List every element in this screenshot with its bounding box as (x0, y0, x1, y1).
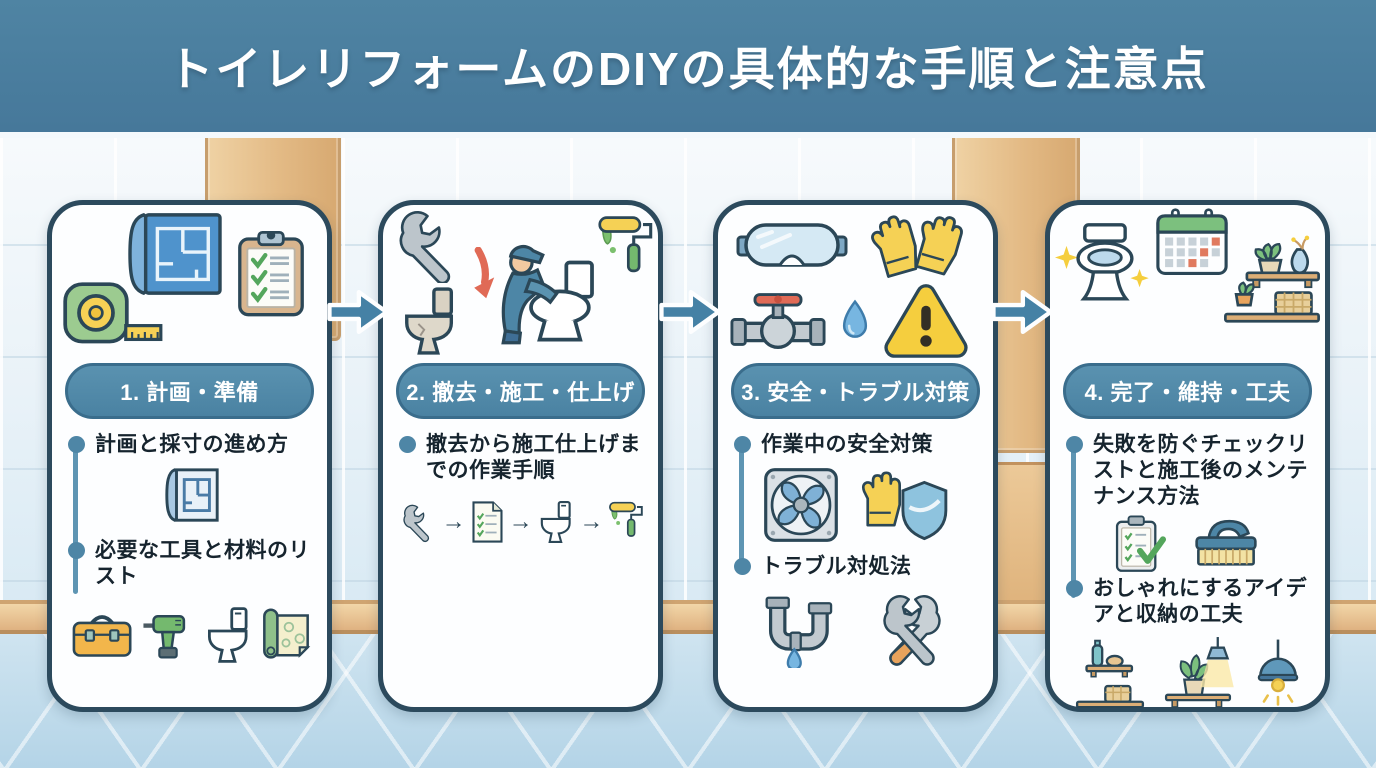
toolbox-icon (68, 608, 136, 663)
step-1-header: 1. 計画・準備 (65, 363, 314, 419)
checklist-doc-icon (470, 498, 505, 546)
step-2-header: 2. 撤去・施工・仕上げ (396, 363, 645, 419)
ventilation-fan-icon (763, 467, 839, 543)
bullet-text: トラブル対処法 (761, 555, 912, 579)
shelf-decor-icon (1074, 636, 1146, 708)
pendant-light-icon (1250, 638, 1306, 706)
wrench-icon (391, 207, 467, 283)
bullet-text: 作業中の安全対策 (761, 433, 933, 456)
step-3-bullets: 作業中の安全対策 トラブル対処法 (718, 432, 993, 670)
old-toilet-icon (399, 285, 461, 357)
crossed-wrenches-icon (871, 588, 953, 670)
flow-arrow-2 (658, 284, 722, 340)
worker-installing-toilet-icon (487, 239, 605, 346)
bullet-dot (1066, 580, 1083, 598)
drill-icon (142, 606, 197, 664)
step-4-header: 4. 完了・維持・工夫 (1063, 363, 1312, 419)
bullet-dot (68, 436, 85, 453)
timeline-line (739, 446, 744, 574)
plant-and-lamp-icon (1160, 634, 1236, 710)
process-arrow-icon: → (441, 508, 466, 536)
bullet-dot (399, 436, 416, 453)
warning-triangle-icon (882, 281, 970, 359)
maintenance-calendar-icon (1154, 207, 1230, 277)
bullet-dot (68, 542, 85, 560)
list-item: 計画と採寸の進め方 (68, 432, 315, 458)
step-card-4: 4. 完了・維持・工夫 失敗を防ぐチェックリストと施工後のメンテナンス方法 おし… (1045, 200, 1330, 712)
title-banner: トイレリフォームのDIYの具体的な手順と注意点 (0, 0, 1376, 138)
bullet-text: 撤去から施工仕上げまでの作業手順 (426, 433, 641, 483)
bullet-dot (1066, 436, 1083, 453)
scrub-brush-icon (1186, 516, 1266, 573)
step-4-bullets: 失敗を防ぐチェックリストと施工後のメンテナンス方法 おしゃれにするアイデアと収納… (1050, 432, 1325, 710)
leaking-pipe-icon (763, 590, 855, 668)
step-1-bullets: 計画と採寸の進め方 必要な工具と材料のリスト (52, 432, 327, 666)
step-2-bullets: 撤去から施工仕上げまでの作業手順 → → → (383, 432, 658, 546)
step-3-hero-icons (718, 205, 993, 357)
bullet-dot (734, 558, 751, 576)
bullet-text: おしゃれにするアイデアと収納の工夫 (1093, 577, 1308, 627)
toilet-icon (537, 498, 576, 546)
bullet-dot (734, 436, 751, 453)
work-gloves-icon (868, 205, 968, 281)
process-arrow-icon: → (579, 508, 604, 536)
list-item: トラブル対処法 (734, 554, 981, 580)
bullet-text: 失敗を防ぐチェックリストと施工後のメンテナンス方法 (1093, 433, 1308, 509)
checklist-check-icon (1114, 514, 1166, 574)
timeline-line (1071, 446, 1076, 598)
flow-arrow-3 (990, 284, 1054, 340)
step-1-hero-icons (52, 205, 327, 357)
wallpaper-roll-icon (260, 605, 315, 665)
timeline-line (73, 446, 78, 594)
step-2-hero-icons (383, 205, 658, 357)
sparkling-toilet-icon (1054, 219, 1154, 319)
decor-shelves-icon (1220, 235, 1324, 325)
step-card-3: 3. 安全・トラブル対策 作業中の安全対策 トラブル対処法 (713, 200, 998, 712)
paint-roller-icon (595, 213, 657, 284)
floorplan-icon (161, 464, 223, 528)
step-3-bullet-2-icons (734, 588, 981, 670)
step-card-1: 1. 計画・準備 計画と採寸の進め方 必要な工具と材料のリスト (47, 200, 332, 712)
list-item: 作業中の安全対策 (734, 432, 981, 458)
clipboard-checklist-icon (236, 229, 306, 319)
step-4-bullet-2-icons (1066, 634, 1313, 710)
bullet-text: 必要な工具と材料のリスト (95, 539, 310, 589)
step-1-bullet-1-icons (68, 464, 315, 528)
step-4-bullet-1-icons (1066, 514, 1313, 574)
page-title: トイレリフォームのDIYの具体的な手順と注意点 (167, 43, 1209, 95)
wrench-icon (399, 501, 438, 543)
process-arrow-icon: → (508, 508, 533, 536)
bullet-text: 計画と採寸の進め方 (95, 433, 289, 456)
step-4-hero-icons (1050, 205, 1325, 357)
toilet-icon (203, 604, 254, 666)
list-item: 撤去から施工仕上げまでの作業手順 (399, 432, 646, 484)
safety-goggles-icon (736, 217, 848, 275)
list-item: 必要な工具と材料のリスト (68, 538, 315, 590)
flow-arrow-1 (326, 284, 390, 340)
paint-roller-icon (607, 498, 646, 546)
water-drop-icon (840, 299, 870, 341)
list-item: 失敗を防ぐチェックリストと施工後のメンテナンス方法 (1066, 432, 1313, 510)
step-card-2: 2. 撤去・施工・仕上げ 撤去から施工仕上げまでの作業手順 → → → (378, 200, 663, 712)
list-item: おしゃれにするアイデアと収納の工夫 (1066, 576, 1313, 628)
step-3-bullet-1-icons (734, 466, 981, 544)
process-flow-row: → → → (399, 498, 646, 546)
water-valve-icon (730, 283, 826, 356)
step-1-bullet-2-icons (68, 604, 315, 666)
glove-and-shield-icon (857, 466, 953, 544)
step-3-header: 3. 安全・トラブル対策 (731, 363, 980, 419)
tape-measure-icon (62, 281, 164, 349)
